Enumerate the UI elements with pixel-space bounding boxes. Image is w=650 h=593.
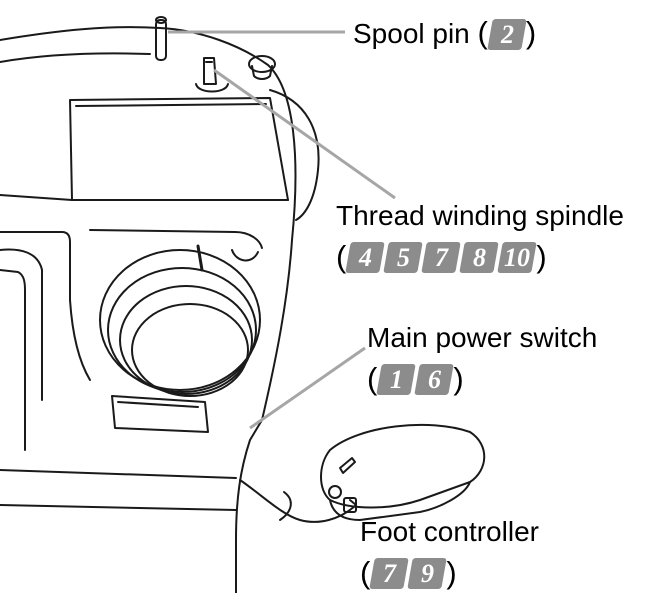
foot-controller-cord: [239, 479, 357, 523]
foot-controller: [320, 423, 486, 509]
spool-pin-text: Spool pin: [353, 18, 470, 49]
step-badge: 9: [407, 557, 448, 589]
winding-spindle-label: Thread winding spindle: [336, 200, 624, 232]
machine-top-edge: [0, 52, 151, 63]
step-badge: 1: [376, 363, 417, 395]
step-badge: 6: [414, 363, 455, 395]
step-badge: 8: [459, 241, 500, 273]
spool-pin: [155, 19, 167, 61]
machine-body: [0, 26, 297, 593]
winding-spindle-text: Thread winding spindle: [336, 200, 624, 231]
leader-winding-spindle: [213, 68, 396, 200]
step-badge: 4: [345, 241, 386, 273]
power-switch-label: Main power switch: [367, 322, 597, 354]
step-badge: 7: [421, 241, 462, 273]
dial-outer: [99, 249, 261, 391]
foot-controller-text: Foot controller: [360, 516, 539, 547]
step-badge: 2: [487, 19, 527, 50]
winding-spindle: [203, 57, 217, 85]
machine-shoulder: [269, 89, 320, 221]
step-badge: 7: [369, 557, 410, 589]
leader-power-switch: [249, 346, 366, 430]
switch-plate: [111, 395, 209, 433]
dial-face: [131, 303, 249, 397]
foot-controller-label: Foot controller: [360, 516, 539, 548]
winding-spindle-steps: ( 4 5 7 8 10 ): [336, 239, 547, 274]
foot-controller-steps: ( 7 9 ): [360, 555, 457, 590]
power-switch-steps: ( 1 6 ): [367, 361, 464, 396]
upper-panel: [69, 97, 289, 201]
spool-pin-label: Spool pin (2): [353, 15, 537, 50]
step-badge: 10: [497, 241, 538, 273]
step-badge: 5: [383, 241, 424, 273]
stopper-knob: [248, 55, 276, 73]
power-switch-text: Main power switch: [367, 322, 598, 353]
